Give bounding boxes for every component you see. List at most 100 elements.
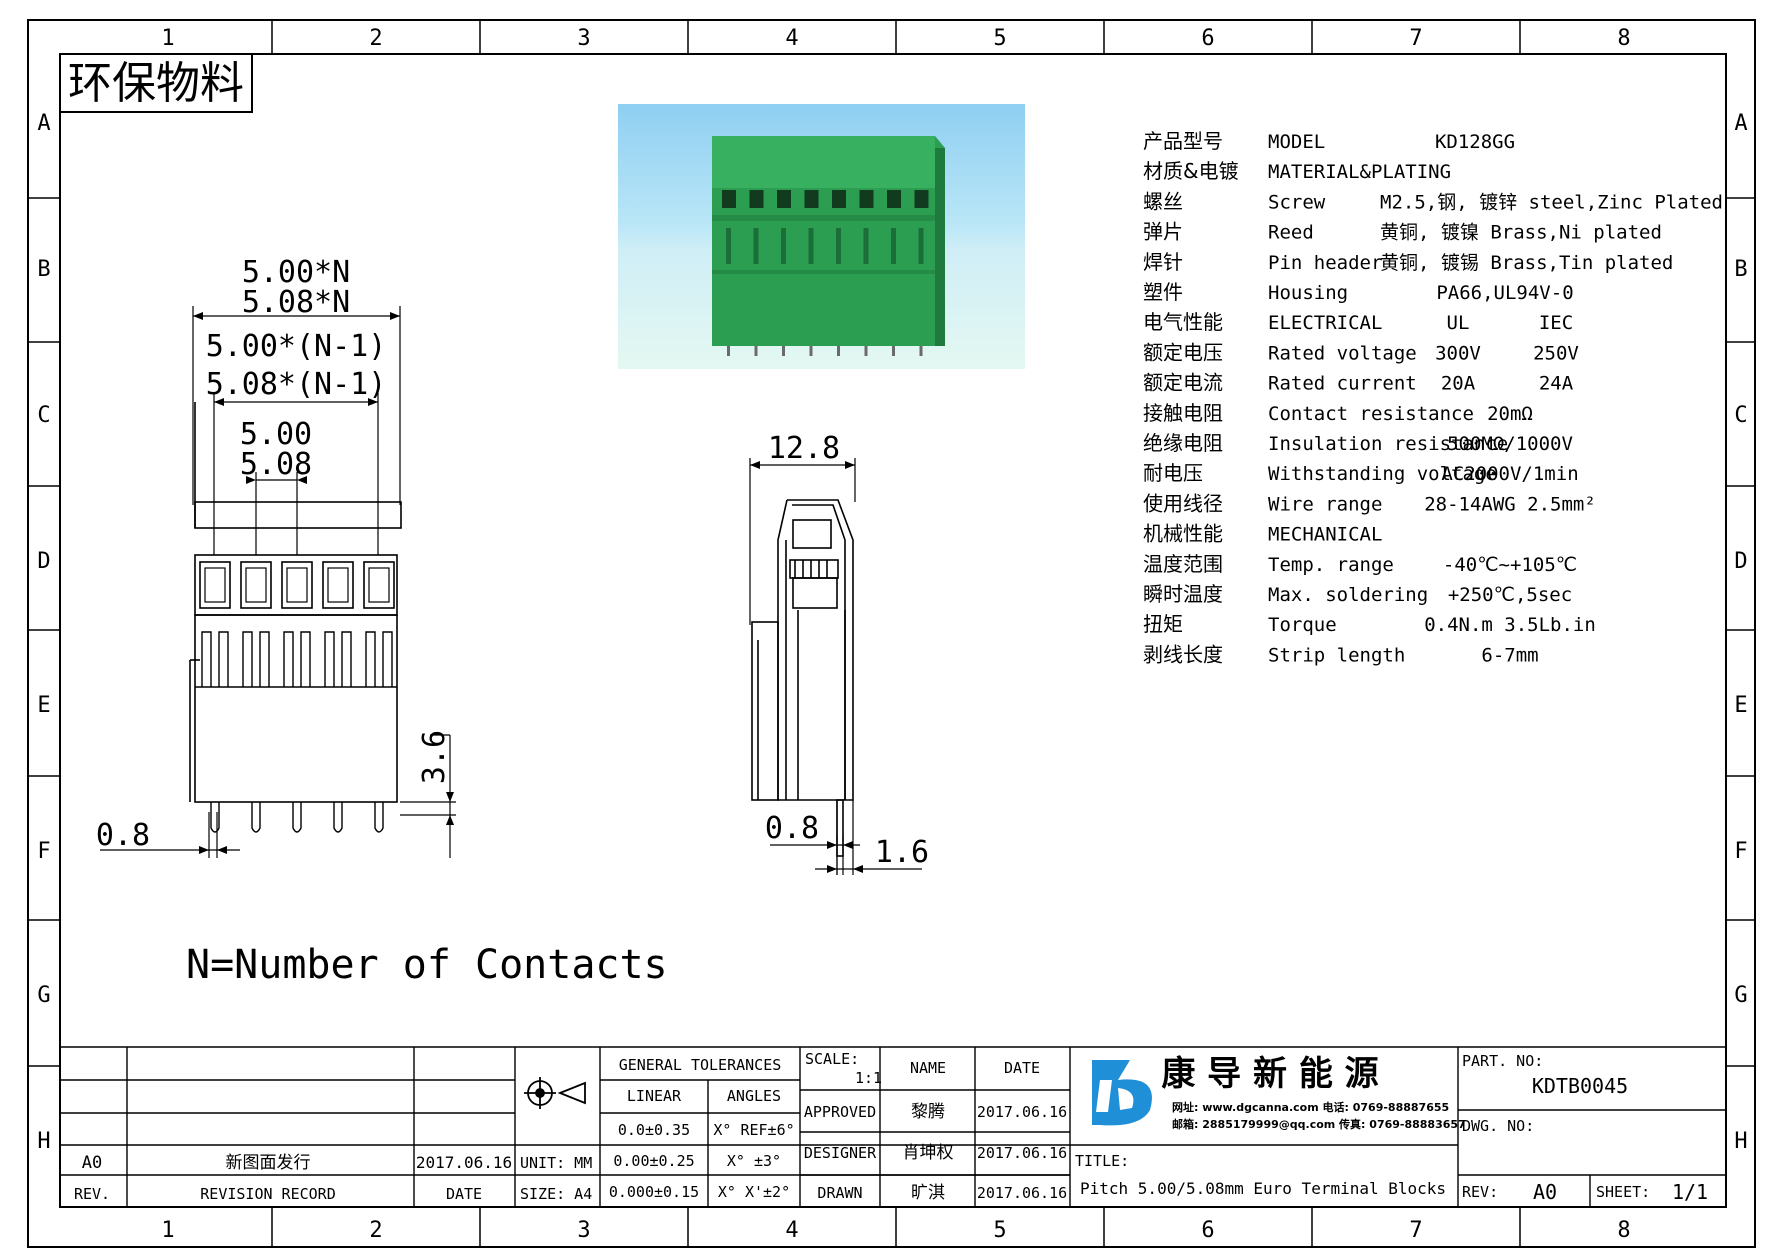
grid-row-label-left: B [37, 257, 50, 282]
grid-col-label-bottom: 2 [369, 1218, 382, 1243]
designer-date: 2017.06.16 [977, 1144, 1067, 1162]
spec-value-primary: 20mΩ [1487, 403, 1533, 425]
tolerance-angle-value: X° X'±2° [718, 1183, 790, 1201]
drawn-date: 2017.06.16 [977, 1184, 1067, 1202]
scale-value: 1:1 [855, 1069, 882, 1087]
front-screw-window [240, 561, 272, 609]
spec-value-primary: 黄铜, 镀镍 Brass,Ni plated [1380, 222, 1662, 244]
spec-value-primary: KD128GG [1435, 131, 1515, 153]
front-screw-inner [204, 567, 226, 603]
unit-label: UNIT: MM [520, 1154, 592, 1172]
drawn-name: 旷淇 [911, 1183, 945, 1203]
grid-col-label-bottom: 8 [1617, 1218, 1630, 1243]
spec-label-en: MODEL [1268, 131, 1325, 153]
contacts-note: N=Number of Contacts [186, 942, 668, 988]
drawing-number-label: DWG. NO: [1462, 1117, 1534, 1135]
dim-side-offset: 1.6 [875, 835, 929, 870]
date-column-label: DATE [1004, 1059, 1040, 1077]
grid-col-label-top: 4 [785, 26, 798, 51]
dim-pitch-n1-500: 5.00*(N-1) [206, 329, 387, 364]
grid-row-label-right: H [1734, 1129, 1747, 1154]
revision-description: 新图面发行 [226, 1153, 311, 1173]
stamp-box [59, 53, 253, 113]
photo-pin [919, 346, 923, 356]
grid-row-label-right: A [1734, 111, 1747, 136]
front-wire-slot [201, 631, 212, 687]
revision-date: 2017.06.16 [416, 1153, 512, 1172]
grid-row-label-right: C [1734, 403, 1747, 428]
photo-pin [809, 346, 813, 356]
drawn-label: DRAWN [817, 1184, 862, 1202]
company-contact-2: 邮箱: 2885179999@qq.com 传真: 0769-88883657 [1172, 1117, 1466, 1131]
spec-value-primary: AC2000V/1min [1441, 463, 1578, 485]
photo-wire-entry [863, 228, 869, 264]
spec-value-primary: 20A [1441, 373, 1476, 395]
front-wire-slot [382, 631, 393, 687]
spec-label-cn: 接触电阻 [1143, 401, 1223, 425]
photo-pin [754, 346, 758, 356]
tolerance-linear-value: 0.000±0.15 [609, 1183, 699, 1201]
photo-wire-entry [836, 228, 841, 264]
photo-screw-hole [859, 190, 874, 208]
dim-pin-height: 3.6 [417, 730, 452, 784]
front-view [189, 402, 402, 833]
grid-col-label-top: 3 [577, 26, 590, 51]
revision-header-rev: REV. [74, 1185, 110, 1203]
spec-label-en: MECHANICAL [1268, 524, 1382, 546]
spec-label-en: Rated voltage [1268, 342, 1417, 364]
company-name: 康 导 新 能 源 [1161, 1054, 1378, 1094]
front-pin [292, 802, 302, 833]
front-wire-slot [341, 631, 352, 687]
photo-screw-hole [832, 190, 846, 208]
dim-pitch-508: 5.08 [240, 447, 312, 482]
spec-label-en: Screw [1268, 191, 1326, 213]
part-number: KDTB0045 [1532, 1074, 1628, 1098]
designer-label: DESIGNER [804, 1144, 877, 1162]
title-block-grid [60, 1046, 1726, 1207]
drawing-frame [27, 19, 1756, 1248]
grid-row-label-left: F [37, 839, 50, 864]
revision-code: A0 [82, 1153, 102, 1173]
grid-col-label-top: 8 [1617, 26, 1630, 51]
photo-screw-hole [887, 190, 901, 208]
dimension-lines [100, 306, 922, 875]
dim-pitch-n1-508: 5.08*(N-1) [206, 367, 387, 402]
grid-row-label-right: E [1734, 693, 1747, 718]
front-screw-inner [286, 567, 308, 603]
grid-col-label-top: 5 [993, 26, 1006, 51]
grid-row-label-right: G [1734, 983, 1747, 1008]
tolerance-linear-value: 0.00±0.25 [613, 1152, 694, 1170]
grid-col-label-bottom: 5 [993, 1218, 1006, 1243]
spec-value-primary: 300V [1435, 342, 1481, 364]
rev-value: A0 [1533, 1180, 1557, 1204]
grid-row-label-right: B [1734, 257, 1747, 282]
size-label: SIZE: A4 [520, 1185, 592, 1203]
tolerance-angle-value: X° ±3° [727, 1152, 781, 1170]
front-pin [333, 802, 343, 833]
photo-pin [837, 346, 840, 356]
front-wire-slot [300, 631, 311, 687]
front-wire-slot [283, 631, 294, 687]
drawing-title: Pitch 5.00/5.08mm Euro Terminal Blocks [1080, 1179, 1446, 1198]
spec-label-cn: 瞬时温度 [1143, 582, 1223, 606]
front-wire-slot [259, 631, 270, 687]
photo-wire-entry [808, 228, 814, 264]
spec-label-cn: 焊针 [1143, 250, 1183, 274]
photo-pin [727, 346, 730, 356]
spec-label-cn: 额定电压 [1143, 340, 1223, 364]
projection-symbol-icon [524, 1077, 586, 1109]
spec-value-secondary: IEC [1539, 312, 1573, 334]
tolerance-linear-label: LINEAR [627, 1087, 682, 1105]
grid-row-label-left: G [37, 983, 50, 1008]
spec-value-primary: M2.5,钢, 镀锌 steel,Zinc Plated [1380, 191, 1723, 213]
grid-row-label-left: E [37, 693, 50, 718]
photo-pin [782, 346, 785, 356]
spec-value-primary: 0.4N.m 3.5Lb.in [1424, 614, 1596, 636]
front-screw-window [281, 561, 313, 609]
spec-label-en: ELECTRICAL [1268, 312, 1382, 334]
scale-label: SCALE: [805, 1050, 859, 1068]
photo-screw-hole [777, 190, 791, 208]
front-screw-window [199, 561, 231, 609]
front-screw-window [363, 561, 395, 609]
